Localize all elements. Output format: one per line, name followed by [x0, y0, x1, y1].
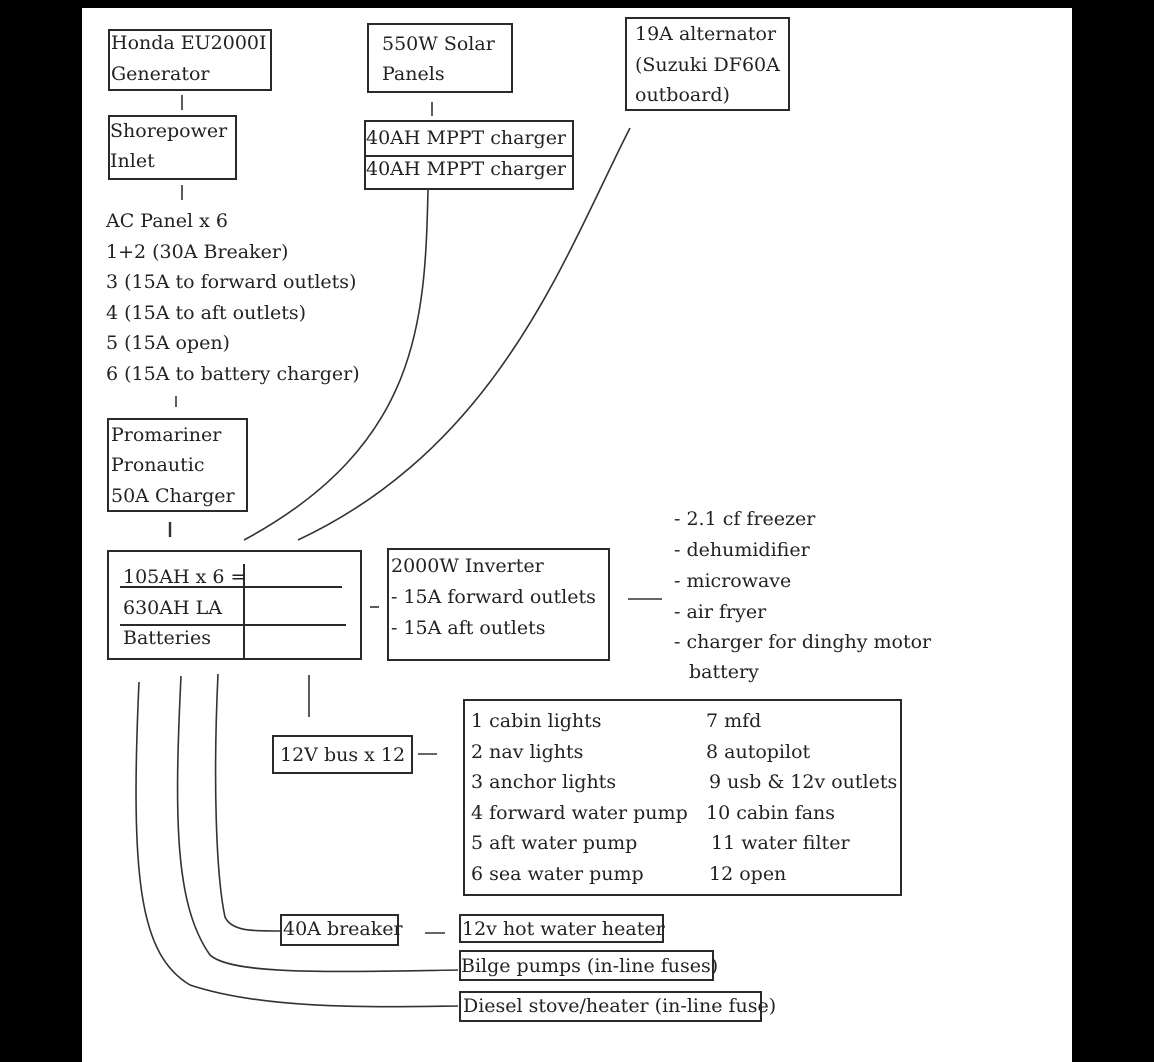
- shorepower-box: [108, 115, 237, 180]
- ac-panel-item: 6 (15A to battery charger): [106, 363, 360, 385]
- inverter-load-item: - microwave: [674, 570, 792, 592]
- generator-label-1: Honda EU2000I: [111, 32, 267, 54]
- ac-panel-item: 4 (15A to aft outlets): [106, 302, 307, 324]
- solar-box: [367, 23, 513, 93]
- inverter-label-3: - 15A aft outlets: [391, 617, 546, 639]
- generator-label-2: Generator: [111, 63, 210, 85]
- charger-label-2: Pronautic: [111, 454, 205, 476]
- charger-label-3: 50A Charger: [111, 485, 235, 507]
- solar-label-1: 550W Solar: [382, 33, 495, 55]
- charger-label-1: Promariner: [111, 424, 222, 446]
- bus-load-item: 2 nav lights: [471, 741, 584, 763]
- bilge-box: [459, 950, 714, 981]
- batteries-label-1: 105AH x 6 =: [123, 566, 247, 588]
- ac-panel-item: 3 (15A to forward outlets): [106, 271, 357, 293]
- bus-load-item: 7 mfd: [706, 710, 762, 732]
- inverter-load-item: - charger for dinghy motor: [674, 631, 932, 653]
- heater-box: [459, 914, 664, 943]
- alternator-box: [625, 17, 790, 111]
- bus-load-item: 9 usb & 12v outlets: [709, 771, 898, 793]
- inverter-box: [387, 548, 610, 661]
- ac-panel-item: 1+2 (30A Breaker): [106, 241, 289, 263]
- diesel-box: [459, 991, 762, 1022]
- bus-load-item: 6 sea water pump: [471, 863, 644, 885]
- bilge-label: Bilge pumps (in-line fuses): [461, 955, 719, 977]
- batteries-divider-2: [120, 624, 346, 626]
- mppt-label-1: 40AH MPPT charger: [366, 127, 567, 149]
- shorepower-label-1: Shorepower: [110, 120, 228, 142]
- bus-load-item: 8 autopilot: [706, 741, 811, 763]
- connector-batteries-diesel: [135, 681, 459, 1008]
- ac-panel-item: 5 (15A open): [106, 332, 230, 354]
- shorepower-label-2: Inlet: [110, 150, 155, 172]
- connector-mppt-batteries: [243, 189, 429, 541]
- inverter-load-item: - 2.1 cf freezer: [674, 508, 816, 530]
- inverter-load-item: - dehumidifier: [674, 539, 810, 561]
- charger-box: [107, 418, 248, 512]
- connector-batteries-breaker: [214, 673, 283, 932]
- alternator-label-3: outboard): [635, 84, 730, 106]
- inverter-load-item: - air fryer: [674, 601, 767, 623]
- inverter-load-item: battery: [689, 661, 759, 683]
- breaker-label: 40A breaker: [283, 918, 403, 940]
- batteries-box: [107, 550, 362, 660]
- batteries-label-3: Batteries: [123, 627, 211, 649]
- inverter-label-2: - 15A forward outlets: [391, 586, 596, 608]
- heater-label: 12v hot water heater: [462, 918, 665, 940]
- bus-load-item: 5 aft water pump: [471, 832, 638, 854]
- connector-batteries-bilge: [176, 675, 459, 973]
- bus-load-item: 1 cabin lights: [471, 710, 602, 732]
- bus-load-item: 10 cabin fans: [706, 802, 836, 824]
- batteries-divider-1: [120, 586, 342, 588]
- solar-label-2: Panels: [382, 63, 445, 85]
- ac-panel-title: AC Panel x 6: [106, 210, 228, 232]
- bus-load-item: 11 water filter: [711, 832, 850, 854]
- mppt-divider: [364, 155, 574, 157]
- bus-load-item: 12 open: [709, 863, 787, 885]
- bus-load-item: 4 forward water pump: [471, 802, 688, 824]
- alternator-label-1: 19A alternator: [635, 23, 777, 45]
- bus-loads-box: [463, 699, 902, 896]
- connector-alternator-batteries: [297, 127, 631, 541]
- bus-box: [272, 735, 413, 774]
- batteries-label-2: 630AH LA: [123, 597, 222, 619]
- bus-load-item: 3 anchor lights: [471, 771, 617, 793]
- generator-box: [108, 29, 272, 91]
- diesel-label: Diesel stove/heater (in-line fuse): [463, 995, 777, 1017]
- inverter-label-1: 2000W Inverter: [391, 555, 544, 577]
- breaker-box: [280, 914, 399, 946]
- batteries-column-divider: [243, 564, 245, 660]
- mppt-label-2: 40AH MPPT charger: [366, 158, 567, 180]
- bus-label: 12V bus x 12: [280, 744, 406, 766]
- alternator-label-2: (Suzuki DF60A: [635, 54, 780, 76]
